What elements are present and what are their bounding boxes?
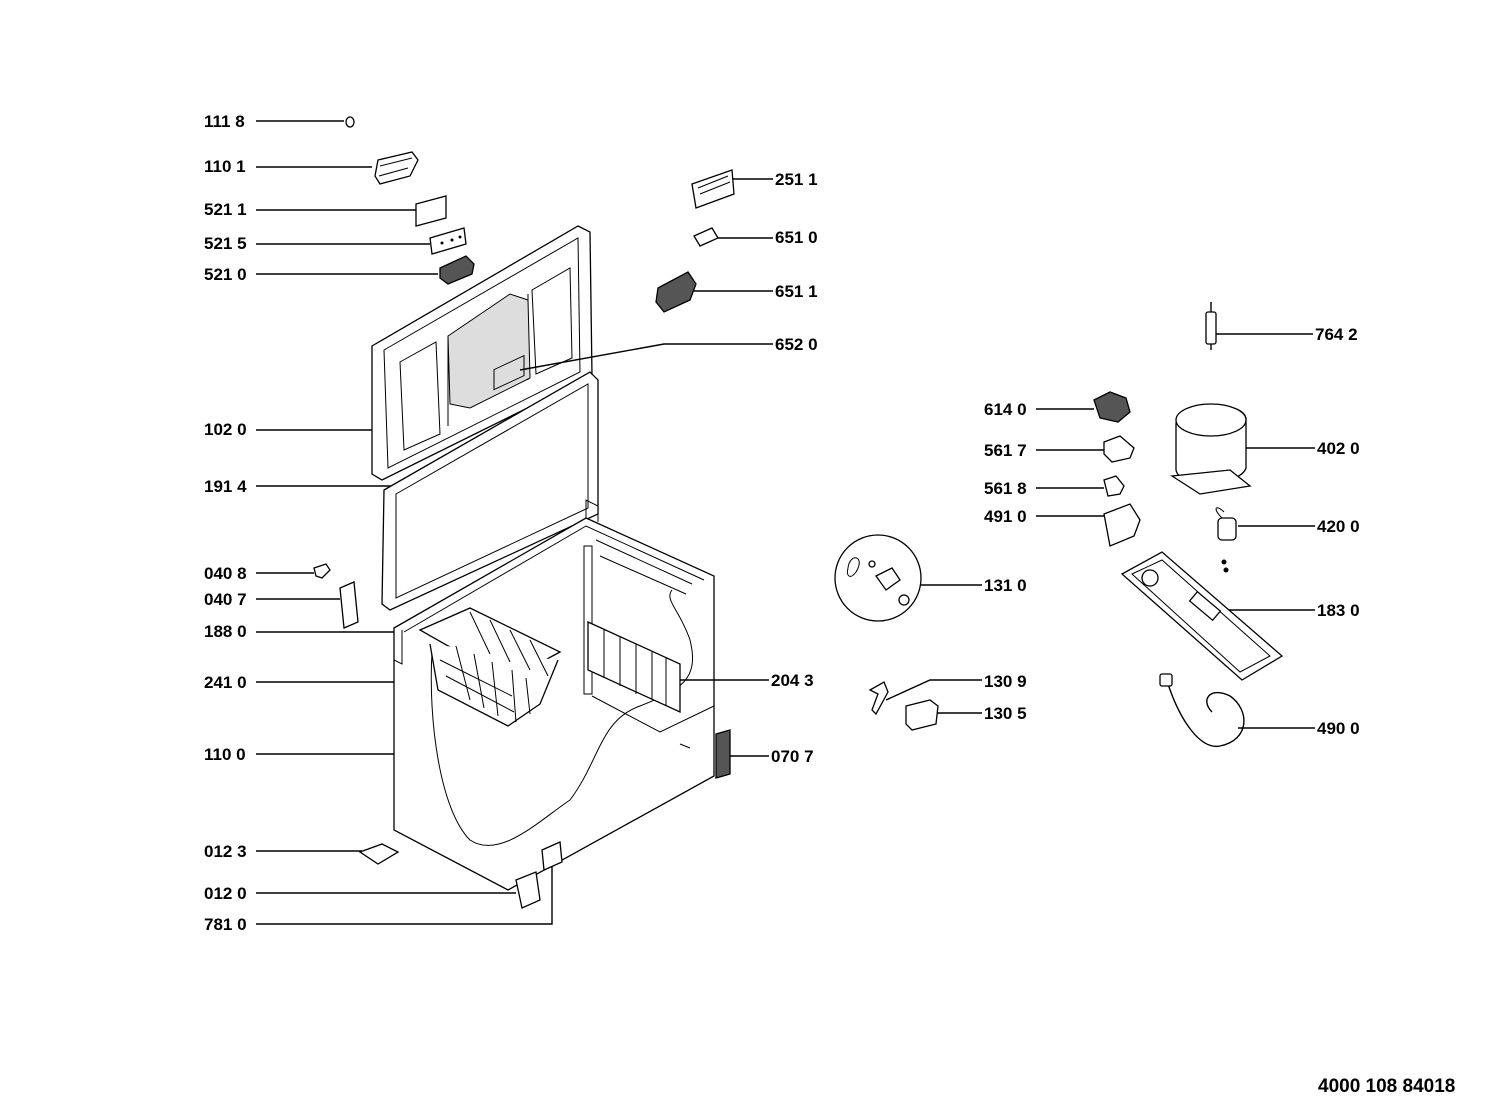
svg-text:491 0: 491 0 <box>984 507 1027 526</box>
callout-561-8: 561 8 <box>984 475 1125 498</box>
svg-text:012 3: 012 3 <box>204 842 247 861</box>
callout-040-7: 040 7 <box>204 581 359 629</box>
svg-text:651 1: 651 1 <box>775 282 818 301</box>
thermostat-part <box>1093 391 1131 423</box>
key-part <box>868 681 889 716</box>
svg-text:652 0: 652 0 <box>775 335 818 354</box>
callout-110-1: 110 1 <box>204 151 419 185</box>
svg-text:110 0: 110 0 <box>204 745 246 764</box>
svg-text:102 0: 102 0 <box>204 420 247 439</box>
svg-text:040 8: 040 8 <box>204 564 247 583</box>
svg-text:251 1: 251 1 <box>775 170 818 189</box>
svg-text:781 0: 781 0 <box>204 915 247 934</box>
svg-text:521 0: 521 0 <box>204 265 247 284</box>
svg-text:204 3: 204 3 <box>771 671 814 690</box>
svg-text:040 7: 040 7 <box>204 590 247 609</box>
callout-251-1: 251 1 <box>691 169 818 209</box>
svg-text:191 4: 191 4 <box>204 477 247 496</box>
power-cord-part <box>1167 683 1245 747</box>
lamp-part <box>693 227 719 247</box>
callout-111-8: 111 8 <box>204 112 355 131</box>
overload-part <box>1103 475 1125 497</box>
svg-text:402 0: 402 0 <box>1317 439 1360 458</box>
callout-130-9: 130 9 <box>868 672 1027 716</box>
capacitor-part <box>1217 517 1237 541</box>
hinge-cover-part <box>339 581 359 629</box>
callout-040-8: 040 8 <box>204 563 331 583</box>
svg-text:111 8: 111 8 <box>204 112 245 131</box>
callout-561-7: 561 7 <box>984 435 1135 463</box>
screw-cap-part <box>345 116 355 128</box>
bracket-part <box>358 843 400 865</box>
callout-651-1: 651 1 <box>655 271 818 313</box>
svg-text:490 0: 490 0 <box>1317 719 1360 738</box>
callout-490-0: 490 0 <box>1159 673 1360 747</box>
callout-521-5: 521 5 <box>204 227 467 255</box>
svg-text:188 0: 188 0 <box>204 622 247 641</box>
callout-102-0: 102 0 <box>204 420 380 439</box>
svg-text:130 9: 130 9 <box>984 672 1027 691</box>
document-number: 4000 108 84018 <box>1318 1076 1455 1097</box>
callout-652-0: 652 0 <box>519 335 818 371</box>
clip-part <box>313 563 331 579</box>
svg-text:012 0: 012 0 <box>204 884 247 903</box>
callout-070-7: 070 7 <box>730 747 814 766</box>
svg-text:521 5: 521 5 <box>204 234 247 253</box>
callout-188-0: 188 0 <box>204 622 394 641</box>
lamp-cover-part <box>655 271 697 313</box>
svg-text:651 0: 651 0 <box>775 228 818 247</box>
relay-cover-part <box>1103 503 1141 547</box>
svg-text:614 0: 614 0 <box>984 400 1027 419</box>
callout-012-3: 012 3 <box>204 842 400 865</box>
callout-491-0: 491 0 <box>984 503 1141 547</box>
callout-183-0: 183 0 <box>1120 551 1360 681</box>
callout-130-5: 130 5 <box>905 699 1027 731</box>
callout-521-0: 521 0 <box>204 255 475 285</box>
lock-body-part <box>905 699 939 731</box>
callout-012-0: 012 0 <box>204 884 516 903</box>
svg-text:764 2: 764 2 <box>1315 325 1358 344</box>
base-plate-part <box>1120 551 1284 681</box>
grille-part <box>715 729 731 779</box>
svg-text:561 7: 561 7 <box>984 441 1027 460</box>
svg-text:420 0: 420 0 <box>1317 517 1360 536</box>
svg-text:070 7: 070 7 <box>771 747 814 766</box>
svg-text:130 5: 130 5 <box>984 704 1027 723</box>
lid-part <box>371 225 593 481</box>
callout-521-1: 521 1 <box>204 195 447 227</box>
label-plate-part <box>415 195 447 227</box>
svg-text:131 0: 131 0 <box>984 576 1027 595</box>
lid-handle-part <box>374 151 419 185</box>
svg-text:561 8: 561 8 <box>984 479 1027 498</box>
dryer-filter-part <box>1205 311 1217 345</box>
svg-text:521 1: 521 1 <box>204 200 247 219</box>
svg-text:110 1: 110 1 <box>204 157 246 176</box>
panel-part <box>429 227 467 255</box>
callout-191-4: 191 4 <box>204 477 392 496</box>
svg-text:183 0: 183 0 <box>1317 601 1360 620</box>
divider-part <box>587 620 681 714</box>
callout-131-0: 131 0 <box>834 534 1027 622</box>
callout-402-0: 402 0 <box>1170 403 1360 495</box>
svg-text:241 0: 241 0 <box>204 673 247 692</box>
relay-part <box>1103 435 1135 463</box>
callout-781-0: 781 0 <box>204 862 553 934</box>
control-box-part <box>439 255 475 285</box>
wire-basket-part <box>418 607 562 727</box>
callout-420-0: 420 0 <box>1215 507 1360 541</box>
callout-764-2: 764 2 <box>1205 302 1358 350</box>
callout-204-3: 204 3 <box>680 671 814 690</box>
callout-614-0: 614 0 <box>984 391 1131 423</box>
compressor-part <box>1170 403 1252 495</box>
callout-651-0: 651 0 <box>693 227 818 247</box>
